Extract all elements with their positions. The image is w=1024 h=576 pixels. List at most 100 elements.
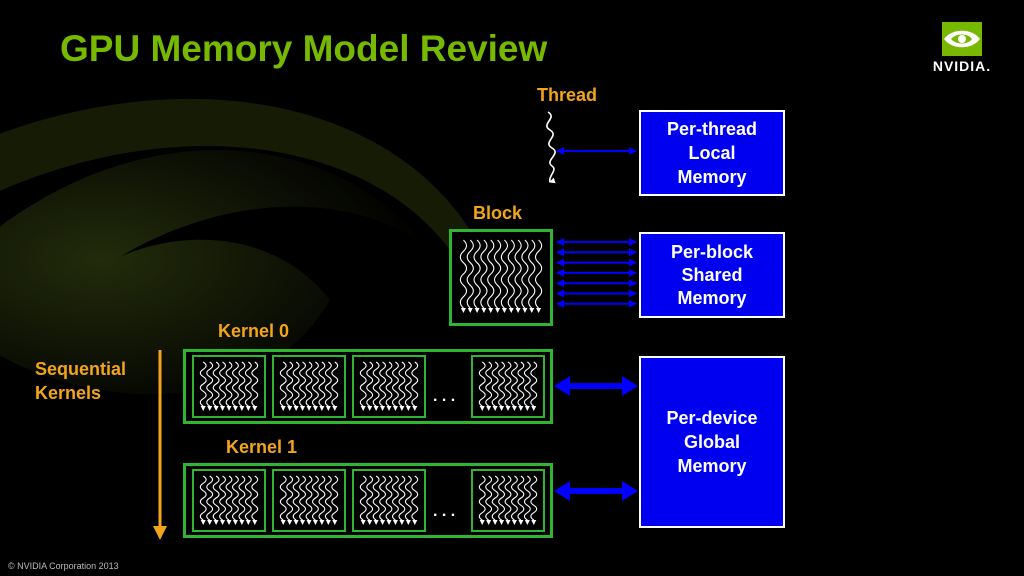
thread-wave — [305, 475, 313, 521]
thread-wave — [324, 475, 332, 521]
thread-wave — [491, 361, 499, 407]
thread-wave — [385, 475, 393, 521]
thread-arrowhead — [531, 406, 537, 411]
thread-arrowhead — [280, 520, 286, 525]
thread-arrowhead — [220, 520, 226, 525]
thread-arrowhead — [380, 406, 386, 411]
thread-wave — [530, 361, 538, 407]
thread-arrowhead — [312, 520, 318, 525]
thread-arrowhead — [245, 520, 251, 525]
thread-arrowhead — [495, 308, 501, 313]
thread-wave — [398, 361, 406, 407]
memory-label-line: Local — [688, 143, 736, 163]
block-threads-icon — [459, 239, 543, 313]
thread-wave — [521, 239, 529, 309]
thread-arrowhead — [239, 520, 245, 525]
thread-arrowhead — [492, 406, 498, 411]
thread-wave — [514, 239, 522, 309]
thread-arrowhead — [518, 520, 524, 525]
thread-arrowhead — [460, 308, 466, 313]
thread-wave — [286, 475, 294, 521]
memory-label-line: Memory — [677, 287, 747, 308]
thread-arrowhead — [325, 406, 331, 411]
thread-wave — [478, 475, 486, 521]
thread-wave — [225, 475, 233, 521]
thread-arrowhead — [300, 406, 306, 411]
thread-wave — [292, 361, 300, 407]
thread-arrowhead — [280, 406, 286, 411]
thread-wave — [411, 475, 419, 521]
thread-arrowhead — [386, 406, 392, 411]
thread-arrowhead — [220, 406, 226, 411]
thread-wave — [392, 361, 399, 407]
thread-wave — [523, 475, 531, 521]
nvidia-logo-text: NVIDIA. — [932, 58, 992, 74]
thread-arrowhead — [486, 520, 492, 525]
thread-wave — [225, 361, 233, 407]
thread-arrowhead — [481, 308, 487, 313]
sequential-kernels-label: Sequential Kernels — [35, 357, 126, 405]
thread-wave — [219, 361, 226, 407]
thread-wave — [379, 475, 386, 521]
thread-wave — [404, 361, 412, 407]
thread-wave — [534, 239, 543, 309]
memory-label-line: Per-device — [666, 408, 758, 428]
thread-arrowhead — [529, 308, 535, 313]
thread-wave — [498, 361, 505, 407]
thread-arrowhead — [392, 406, 398, 411]
thread-wave — [507, 239, 515, 309]
thread-arrowhead — [524, 406, 530, 411]
thread-wave — [485, 475, 493, 521]
sequential-label-line2: Kernels — [35, 383, 102, 403]
thread-arrowhead — [226, 520, 232, 525]
thread-wave — [528, 239, 536, 309]
thread-arrowhead — [405, 520, 411, 525]
per-device-global-memory: Per-device Global Memory — [639, 356, 785, 528]
thread-wave — [206, 361, 214, 407]
thread-wave — [530, 475, 538, 521]
thread-wave — [206, 475, 214, 521]
memory-label-line: Per-thread — [666, 119, 758, 139]
kernel-1-arrowhead-right — [622, 481, 638, 501]
thread-wave — [279, 475, 287, 521]
thread-arrowhead — [293, 406, 299, 411]
thread-arrowhead — [479, 406, 485, 411]
thread-arrowhead — [505, 406, 511, 411]
per-thread-local-memory: Per-thread Local Memory — [639, 110, 785, 196]
thread-wave — [359, 361, 367, 407]
thread-arrowhead — [405, 406, 411, 411]
copyright-footer: © NVIDIA Corporation 2013 — [8, 561, 119, 571]
nvidia-eye-icon — [942, 22, 982, 56]
thread-wave — [473, 239, 481, 309]
memory-label-line: Memory — [677, 456, 747, 476]
thread-arrowhead — [373, 406, 379, 411]
thread-wave — [244, 361, 252, 407]
thread-wave — [392, 475, 399, 521]
sequential-label-line1: Sequential — [35, 359, 127, 379]
kernel-0-arrowhead-left — [554, 376, 570, 396]
thread-wave — [312, 475, 319, 521]
thread-arrowhead — [319, 406, 325, 411]
thread-arrowhead — [300, 520, 306, 525]
thread-wave — [411, 361, 419, 407]
kernel-1-label: Kernel 1 — [226, 437, 298, 457]
page-title: GPU Memory Model Review — [60, 28, 548, 69]
thread-arrowhead — [367, 406, 373, 411]
thread-arrowhead — [536, 308, 542, 313]
thread-arrowhead — [232, 520, 238, 525]
thread-arrowhead — [412, 406, 418, 411]
sequential-arrowhead-icon — [153, 526, 167, 540]
nvidia-logo: NVIDIA. — [920, 20, 1004, 78]
thread-arrowhead — [360, 406, 366, 411]
thread-arrowhead — [293, 520, 299, 525]
thread-arrowhead — [511, 520, 517, 525]
thread-arrowhead — [524, 520, 530, 525]
thread-arrowhead — [245, 406, 251, 411]
thread-arrowhead — [360, 520, 366, 525]
thread-arrowhead — [386, 520, 392, 525]
thread-wave — [324, 361, 332, 407]
thread-arrowhead — [306, 406, 312, 411]
thread-arrowhead — [306, 520, 312, 525]
thread-wave — [478, 361, 486, 407]
thread-wave — [379, 361, 386, 407]
